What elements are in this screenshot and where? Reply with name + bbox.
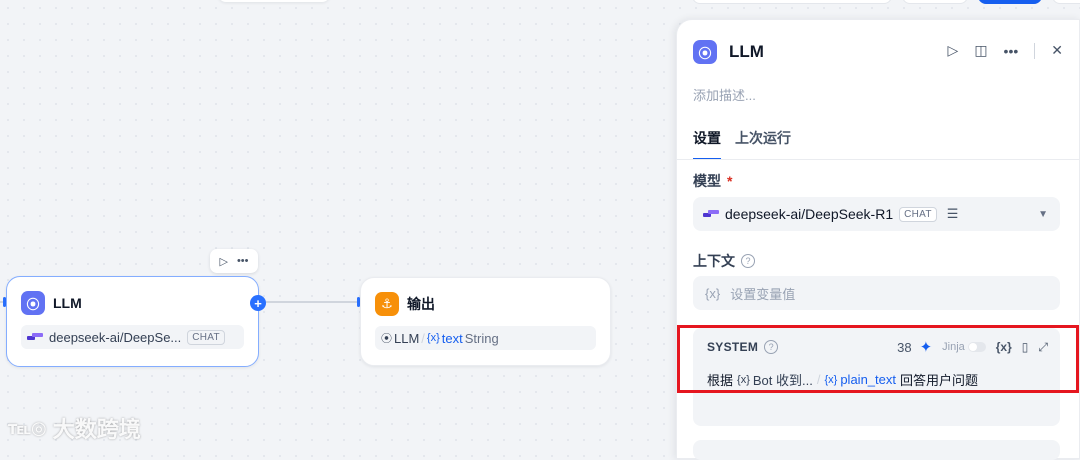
ai-generate-icon[interactable]: ✦ — [919, 339, 933, 356]
header-button-2[interactable] — [902, 0, 968, 4]
clipboard-icon[interactable]: ▯ — [1021, 340, 1029, 354]
help-icon[interactable]: ? — [764, 340, 779, 354]
chevron-down-icon: ▼ — [1038, 208, 1048, 220]
llm-small-icon: ⦿ — [381, 333, 392, 345]
system-label: SYSTEM — [707, 340, 759, 354]
prompt-prefix: 根据 — [707, 373, 734, 388]
tab-last-run[interactable]: 上次运行 — [735, 130, 791, 146]
llm-node-model: deepseek-ai/DeepSe... CHAT — [21, 325, 244, 349]
llm-icon: ⦿ — [693, 40, 717, 64]
model-name: deepseek-ai/DeepSeek-R1 — [725, 206, 894, 222]
header-button-1[interactable] — [692, 0, 892, 4]
expand-icon[interactable]: ⤢ — [1038, 339, 1048, 354]
variable-chip-plain-text: {x} plain_text — [824, 372, 896, 387]
jinja-toggle[interactable]: Jinja — [942, 341, 986, 353]
chat-badge: CHAT — [187, 329, 225, 345]
char-count: 38 — [897, 339, 912, 355]
context-variable-input[interactable]: {x} 设置变量值 — [693, 276, 1060, 310]
output-var-sep: / — [421, 330, 425, 346]
tabs-divider — [677, 159, 1079, 160]
llm-output-edge — [266, 301, 358, 303]
more-options-icon[interactable]: ••• — [236, 255, 249, 267]
llm-icon: ⦿ — [21, 291, 45, 315]
publish-button[interactable] — [978, 0, 1042, 4]
close-icon[interactable]: ✕ — [1051, 42, 1063, 58]
node-toolbar: ▷ ••• — [210, 249, 258, 273]
prompt-editor-extension — [693, 392, 1060, 426]
divider — [1034, 42, 1036, 59]
jinja-switch[interactable] — [967, 342, 986, 352]
help-icon[interactable]: ? — [741, 254, 755, 268]
output-node[interactable]: ⚓ 输出 ⦿ LLM / {x} text String — [360, 277, 611, 366]
panel-title[interactable]: LLM — [729, 42, 764, 61]
chip-sep: / — [816, 372, 821, 387]
add-node-button[interactable]: + — [250, 295, 266, 311]
context-label-text: 上下文 — [693, 253, 735, 269]
llm-input-handle[interactable] — [3, 297, 6, 307]
output-var-type: String — [464, 330, 499, 346]
output-var-source: LLM — [394, 330, 420, 346]
description-input[interactable]: 添加描述... — [693, 88, 756, 103]
node-settings-panel: ⦿ LLM ▷ ◫ ••• ✕ 添加描述... 设置 上次运行 模型 * dee… — [676, 19, 1080, 460]
chat-badge: CHAT — [899, 206, 937, 222]
run-node-icon[interactable]: ▷ — [219, 255, 228, 268]
context-label: 上下文 ? — [693, 251, 755, 271]
next-section — [693, 440, 1060, 460]
jinja-label: Jinja — [942, 341, 965, 353]
system-prompt-text[interactable]: 根据 {x} Bot 收到... / {x} plain_text 回答用户问题 — [707, 370, 978, 389]
llm-node-title: LLM — [53, 295, 82, 311]
book-icon[interactable]: ◫ — [974, 42, 988, 58]
chip-bot-text: Bot 收到... — [752, 373, 813, 388]
context-placeholder: 设置变量值 — [730, 286, 796, 302]
watermark-text: 大数跨境 — [52, 417, 141, 442]
more-icon[interactable]: ••• — [1003, 42, 1019, 59]
variable-icon: {x} — [426, 332, 440, 344]
llm-node-model-name: deepseek-ai/DeepSe... — [49, 329, 182, 345]
variable-icon: {x} — [737, 373, 750, 386]
header-button-4[interactable] — [1052, 0, 1080, 4]
prompt-suffix: 回答用户问题 — [899, 373, 978, 388]
run-step-icon[interactable]: ▷ — [947, 42, 959, 58]
model-label-text: 模型 — [693, 173, 721, 189]
output-input-handle[interactable] — [357, 297, 360, 307]
model-params-icon[interactable]: ☰ — [946, 206, 959, 221]
variable-chip-bot: {x} Bot 收到... — [737, 370, 813, 389]
panel-actions: ▷ ◫ ••• ✕ — [948, 42, 1063, 59]
variable-icon: {x} — [705, 285, 721, 301]
model-provider-icon — [27, 332, 43, 342]
panel-tabs: 设置 上次运行 — [693, 128, 791, 160]
output-icon: ⚓ — [375, 292, 399, 316]
output-node-title: 输出 — [407, 296, 435, 312]
model-label: 模型 * — [693, 171, 732, 191]
tab-settings[interactable]: 设置 — [693, 128, 721, 160]
highlight-box — [677, 325, 1079, 393]
watermark-logo: ℡◎ — [8, 417, 47, 438]
watermark: ℡◎ 大数跨境 — [8, 412, 141, 444]
llm-node[interactable]: ⦿ LLM deepseek-ai/DeepSe... CHAT — [6, 276, 259, 367]
insert-variable-icon[interactable]: {x} — [995, 340, 1012, 354]
output-var-name: text — [441, 330, 463, 346]
model-provider-icon — [703, 209, 719, 219]
chip-plain-text: plain_text — [840, 372, 896, 387]
model-selector[interactable]: deepseek-ai/DeepSeek-R1 CHAT ☰ ▼ — [693, 197, 1060, 231]
required-mark: * — [727, 173, 733, 189]
partial-node-card — [218, 0, 330, 2]
variable-icon: {x} — [824, 373, 838, 386]
output-variable: ⦿ LLM / {x} text String — [375, 326, 596, 350]
header-buttons — [692, 0, 1080, 4]
